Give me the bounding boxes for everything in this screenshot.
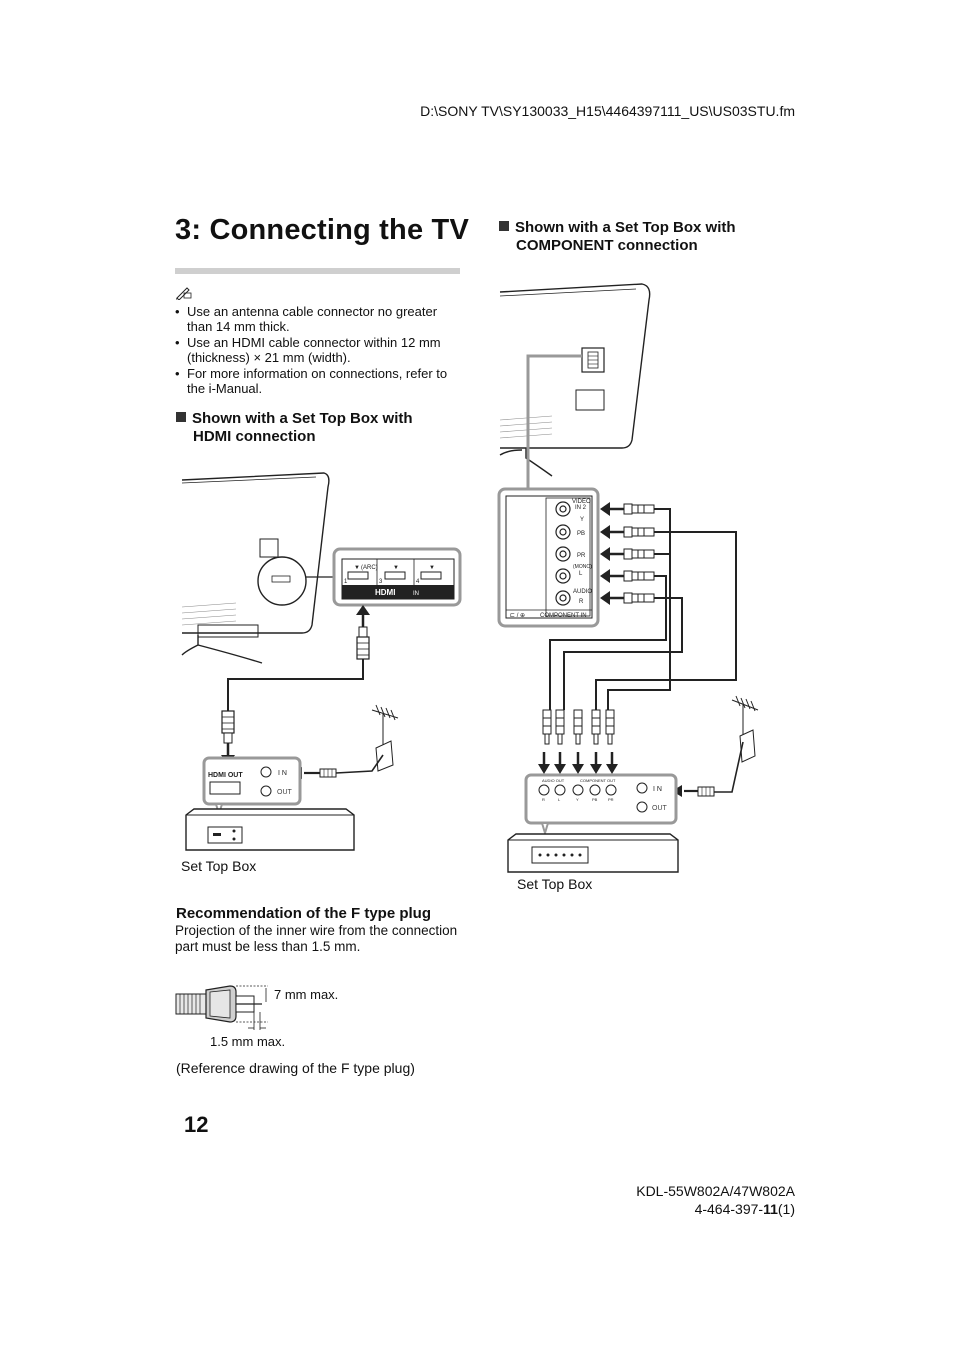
stb-in-label: I N [278,770,287,777]
svg-text:▼: ▼ [393,565,399,571]
hdmi-port [420,571,442,580]
file-path-header: D:\SONY TV\SY130033_H15\4464397111_US\US… [420,103,795,119]
f-type-plug-drawing [175,985,268,1030]
notes-list: Use an antenna cable connector no greate… [175,304,465,396]
page-title: 3: Connecting the TV [175,214,469,246]
panel-pb-label: PB [577,531,585,537]
stb-hdmi-out-label: HDMI OUT [208,772,243,779]
svg-text:▼: ▼ [354,565,360,571]
dimension-1-5mm-label: 1.5 mm max. [210,1034,286,1049]
stb-caption-hdmi: Set Top Box [181,858,257,874]
panel-pr-label: PR [577,553,586,559]
f-plug-heading: Recommendation of the F type plug [176,905,432,922]
stb-out-label: OUT [652,805,668,812]
footer-model-info: KDL-55W802A/47W802A 4-464-397-11(1) [0,1182,795,1218]
component-in-label: COMPONENT IN [540,613,587,619]
reference-drawing-caption: (Reference drawing of the F type plug) [176,1060,415,1076]
antenna-icon [371,704,399,772]
rca-plug-row [600,502,624,605]
stb-out-jack [636,801,648,813]
arc-label: (ARC) [361,565,378,571]
stb-jack-label: Y [576,797,579,802]
stb-hdmi-out-port [209,781,241,795]
stb-component-out-label: COMPONENT OUT [580,778,616,783]
hdmi-connection-diagram: ▼ (ARC) ▼ ▼ 1 3 4 HDMI IN HDMI OUT I N [181,472,462,851]
f-plug-description: Projection of the inner wire from the co… [175,923,458,954]
note-item: Use an HDMI cable connector within 12 mm… [175,335,465,366]
panel-y-label: Y [580,517,584,523]
stb-in-jack [636,782,648,794]
stb-in-label: I N [653,786,662,793]
dimension-7mm-label: 7 mm max. [274,987,339,1002]
note-item: For more information on connections, ref… [175,366,465,397]
svg-text:⊏ / ⊕: ⊏ / ⊕ [510,613,525,619]
stb-jack-label: R [542,797,545,802]
stb-jack-label: PR [608,797,614,802]
stb-in-jack [260,766,272,778]
section-bullet-square [499,221,509,231]
note-pencil-icon [176,287,192,300]
hdmi-logo: HDMI [375,588,395,597]
component-connection-diagram: VIDEO IN 2 Y PB PR (MONO) L AUDIO R ⊏ / … [497,283,759,873]
note-item: Use an antenna cable connector no greate… [175,304,465,335]
section-bullet-square [176,412,186,422]
stb-out-label: OUT [277,789,293,796]
section-heading-hdmi: Shown with a Set Top Box with HDMI conne… [176,410,466,445]
stb-rca-jacks [538,784,617,796]
stb-caption-component: Set Top Box [517,876,593,892]
stb-jack-label: L [558,797,561,802]
title-rule [175,268,460,274]
panel-audio-label: AUDIO [573,589,592,595]
port-number: 3 [379,579,383,585]
panel-video-label: VIDEO [572,499,591,505]
page-number: 12 [184,1112,209,1137]
panel-mono-label: (MONO) [573,564,592,570]
model-number: KDL-55W802A/47W802A [636,1183,795,1199]
magnifier-circle [257,556,307,606]
document-code: 4-464-397-11(1) [694,1201,795,1217]
hdmi-in-label: IN [413,591,419,597]
section-heading-component: Shown with a Set Top Box with COMPONENT … [499,219,799,254]
stb-audio-out-label: AUDIO OUT [542,778,565,783]
panel-r-label: R [579,599,584,605]
antenna-icon [731,695,759,763]
hdmi-port [347,571,369,580]
stb-jack-label: PB [592,797,598,802]
port-number: 1 [344,579,348,585]
panel-video-in-label: IN 2 [575,505,587,511]
panel-l-label: L [579,571,583,577]
port-number: 4 [416,579,420,585]
svg-text:▼: ▼ [429,565,435,571]
hdmi-port [384,571,406,580]
stb-out-jack [260,785,272,797]
